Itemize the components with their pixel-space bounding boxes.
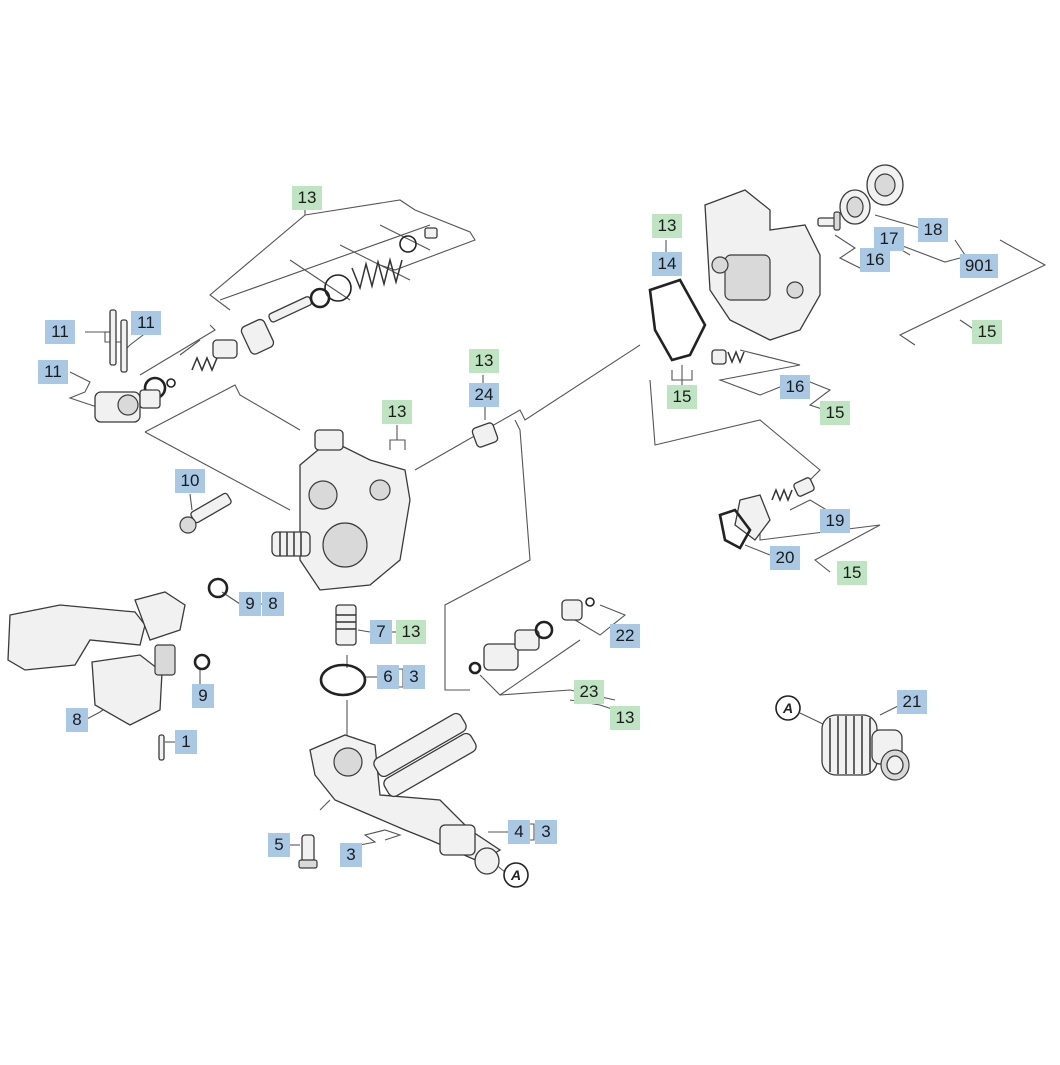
o-ring-9 — [207, 577, 229, 599]
label-17: 17 — [874, 227, 904, 251]
seal-20 — [718, 508, 752, 550]
label-19: 19 — [820, 509, 850, 533]
pins — [109, 309, 128, 373]
small-valve-part — [212, 339, 238, 359]
pump-head-8 — [7, 591, 186, 726]
valve-body-left — [94, 389, 161, 423]
washer-part — [324, 274, 352, 302]
part-22-ring — [585, 597, 595, 607]
label-13-part23: 13 — [610, 706, 640, 730]
label-15-c: 15 — [820, 401, 850, 425]
label-3-bottom: 3 — [340, 843, 362, 867]
valve-screw-part — [424, 227, 438, 239]
o-ring-6 — [319, 663, 367, 697]
label-5: 5 — [268, 833, 290, 857]
small-ring-23 — [468, 661, 482, 675]
label-15-b: 15 — [972, 320, 1002, 344]
outlet-manifold — [309, 712, 502, 863]
marker-a-right-icon: A — [775, 695, 801, 721]
label-21: 21 — [897, 690, 927, 714]
o-ring-9b — [193, 653, 211, 671]
marker-a-right-text: A — [782, 700, 793, 716]
label-14: 14 — [652, 252, 682, 276]
label-23: 23 — [574, 680, 604, 704]
label-13-right: 13 — [652, 214, 682, 238]
valve-19 — [793, 477, 815, 497]
valve-7 — [335, 604, 357, 646]
label-3-part4: 3 — [535, 820, 557, 844]
label-4: 4 — [508, 820, 530, 844]
plate-20 — [734, 494, 771, 541]
marker-a-bottom-text: A — [510, 867, 521, 883]
label-8-a: 8 — [262, 592, 284, 616]
label-15-a: 15 — [667, 385, 697, 409]
label-22: 22 — [610, 624, 640, 648]
label-11-c: 11 — [38, 360, 68, 384]
screw-5 — [298, 834, 318, 869]
right-housing — [704, 189, 821, 341]
marker-a-bottom-icon: A — [503, 862, 529, 888]
label-10: 10 — [175, 469, 205, 493]
ring-17-inner — [846, 196, 864, 218]
label-20: 20 — [770, 546, 800, 570]
label-16-b: 16 — [780, 375, 810, 399]
label-13-housing: 13 — [382, 400, 412, 424]
screw-10 — [179, 492, 232, 534]
label-6: 6 — [377, 665, 399, 689]
parts-artwork — [7, 164, 910, 875]
label-11-a: 11 — [45, 320, 75, 344]
label-9-a: 9 — [239, 592, 261, 616]
spring-16 — [727, 349, 745, 365]
ring-4 — [474, 847, 500, 875]
nut-18-inner — [874, 173, 896, 197]
pin-1 — [158, 734, 165, 761]
label-13-top: 13 — [292, 186, 322, 210]
label-16-a: 16 — [860, 248, 890, 272]
label-7: 7 — [370, 620, 392, 644]
part-22 — [561, 599, 583, 621]
small-spring — [191, 356, 218, 372]
coupling-21 — [821, 714, 910, 781]
tiny-ring — [166, 378, 176, 388]
label-11-b: 11 — [131, 311, 161, 335]
o-ring-23 — [534, 620, 554, 640]
label-3-part6: 3 — [403, 665, 425, 689]
spring-19 — [771, 487, 793, 503]
seal-14 — [648, 278, 707, 362]
pump-housing — [271, 429, 411, 591]
small-washer-part — [399, 235, 417, 253]
valve-23 — [483, 629, 540, 671]
label-8-b: 8 — [66, 708, 88, 732]
part-24 — [471, 422, 499, 448]
label-13-part24: 13 — [469, 349, 499, 373]
screw-16 — [817, 211, 841, 231]
part-16 — [711, 349, 727, 365]
label-15-d: 15 — [837, 561, 867, 585]
label-9-b: 9 — [192, 684, 214, 708]
label-24: 24 — [469, 383, 499, 407]
label-13-part7: 13 — [396, 620, 426, 644]
label-18: 18 — [918, 218, 948, 242]
label-901: 901 — [960, 254, 998, 278]
valve-piston — [240, 296, 313, 355]
label-1: 1 — [175, 730, 197, 754]
valve-spring — [351, 257, 403, 291]
